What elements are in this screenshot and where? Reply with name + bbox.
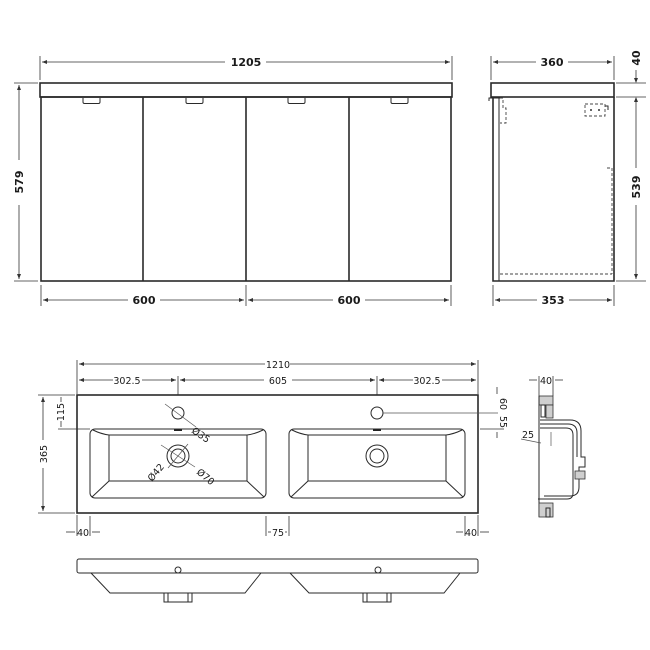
- tap-hole-right-elevation: [374, 566, 382, 574]
- basin-outline: [76, 394, 479, 514]
- offset-left-label: 302.5: [113, 376, 140, 387]
- basin-section-view: 40 25: [520, 376, 586, 518]
- tap-hole-right: [370, 406, 384, 420]
- waste-right-outer: [365, 444, 389, 468]
- offset-right-label: 302.5: [413, 376, 440, 387]
- body-depth-label: 353: [542, 294, 565, 307]
- bowl-gap-label: 75: [272, 528, 284, 539]
- bowl-depth-label: 25: [522, 430, 534, 441]
- basin-elevation-view: [76, 558, 479, 603]
- edge-right-label: 40: [465, 528, 477, 539]
- rim-width-label: 40: [540, 376, 552, 387]
- offset-centre-label: 605: [269, 376, 287, 387]
- tap-to-bowl-label: 115: [56, 403, 67, 421]
- handle-icon: [82, 98, 101, 104]
- countertop-front: [39, 82, 453, 98]
- waste-left-elevation: [163, 592, 193, 603]
- basin-depth-label: 365: [39, 445, 50, 463]
- side-depth-label: 360: [541, 56, 564, 69]
- waste-left-outer: [166, 444, 190, 468]
- cabinet-body-side: [492, 97, 615, 282]
- tap-to-bowl-right-label: 55: [497, 416, 508, 428]
- basin-plan-view: 1210 302.5 605 302.5 Ø35 Ø42: [38, 360, 508, 539]
- front-width-label: 1205: [231, 56, 262, 69]
- waste-outer-dia-label: Ø70: [194, 467, 216, 488]
- edge-left-label: 40: [77, 528, 89, 539]
- body-height-label: 539: [630, 176, 643, 199]
- side-view: 360 40 539 353: [488, 50, 646, 307]
- section-width-right: 600: [338, 294, 361, 307]
- tap-hole-dia-label: Ø35: [189, 425, 211, 445]
- waste-right-elevation: [362, 592, 392, 603]
- tap-hole-left: [171, 406, 185, 420]
- front-height-label: 579: [13, 171, 26, 194]
- handle-icon: [390, 98, 409, 104]
- countertop-side: [490, 82, 615, 98]
- handle-icon: [185, 98, 204, 104]
- front-view: 1205 579 600 600: [13, 56, 453, 307]
- basin-top-edge: [76, 558, 479, 574]
- tap-from-back-label: 60: [497, 398, 508, 410]
- top-thickness-label: 40: [630, 50, 643, 66]
- tap-hole-left-elevation: [174, 566, 182, 574]
- section-width-left: 600: [133, 294, 156, 307]
- handle-icon: [287, 98, 306, 104]
- basin-width-label: 1210: [266, 360, 290, 371]
